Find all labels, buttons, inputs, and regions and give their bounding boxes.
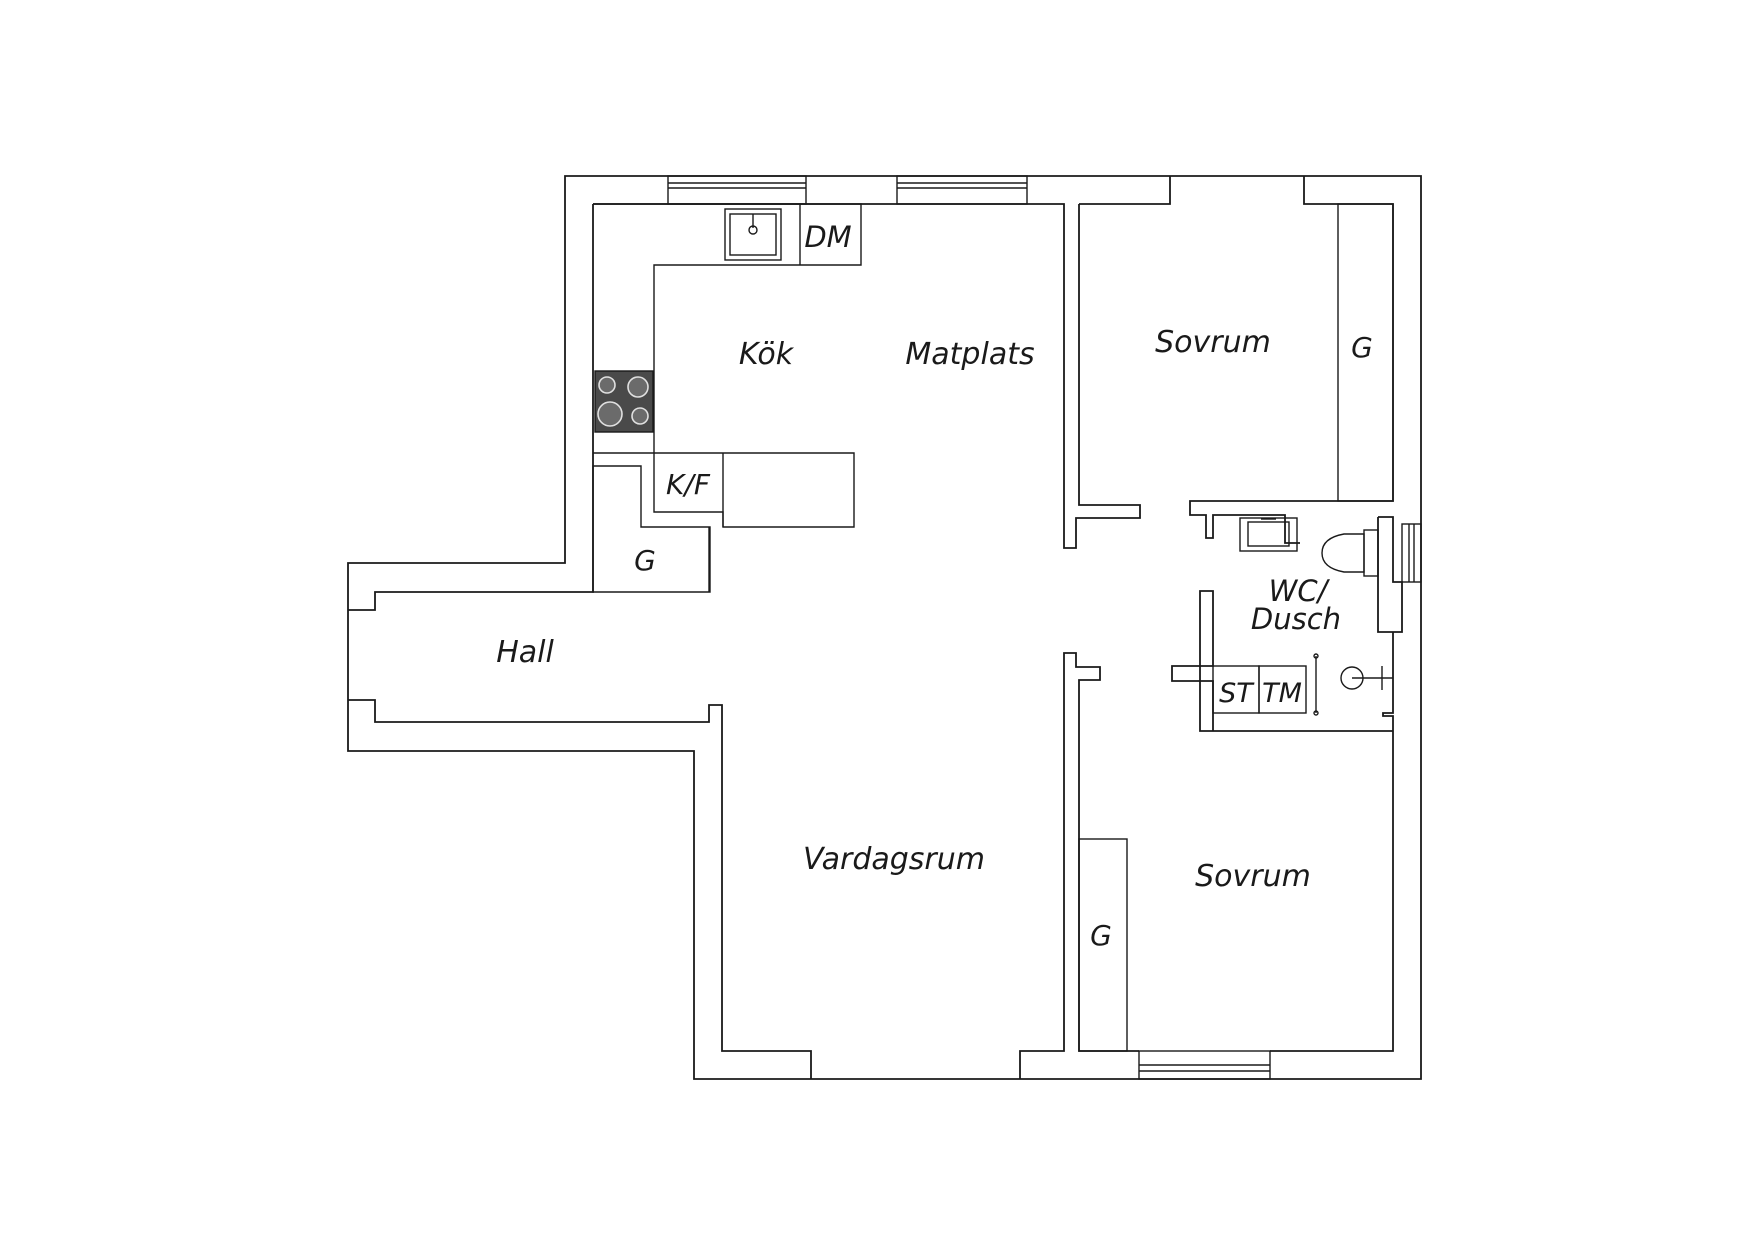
hob-burner [631,407,649,425]
room-label-sovrum-bottom: Sovrum [1195,859,1311,894]
room-label-vardagsrum: Vardagsrum [803,842,985,877]
room-label-sovrum-top: Sovrum [1155,325,1271,360]
kitchen-counter-top [593,203,862,454]
tm-unit [1258,665,1307,714]
fixture-label-g-hall: G [634,544,656,577]
wardrobe-bedroom-top [1337,203,1394,502]
shower-rod-end [1313,710,1319,716]
room-label-hall: Hall [496,635,554,670]
fixture-label-dm: DM [804,220,851,254]
hob-burner [627,376,649,398]
room-label-matplats: Matplats [905,337,1034,372]
fixture-label-tm: TM [1262,678,1302,709]
hob-burner [598,376,616,394]
room-label-wc-line1: WC/ [1269,574,1331,608]
toilet-icon [1321,533,1365,573]
room-label-wc-line2: Dusch [1251,602,1341,636]
wardrobe-bedroom-bottom [1078,838,1128,1052]
washbasin-inner [1247,521,1290,547]
window-dining [896,175,1028,205]
wardrobe-hall [592,465,711,593]
fixture-label-kf: K/F [666,468,711,501]
shower-rod-end [1313,653,1319,659]
window-bedroom-bottom [1138,1050,1271,1080]
washbasin-outer [1239,517,1298,552]
hob-burner [597,401,623,427]
inner-wall-main [348,203,1141,1079]
sink-outer [724,208,782,261]
toilet-tank [1363,529,1379,577]
window-kitchen [667,175,807,205]
window-bathroom [1401,523,1422,583]
fixture-label-g-sovrum-top: G [1351,331,1373,364]
fixture-label-st: ST [1219,678,1255,709]
fixture-label-g-sovrum-bottom: G [1090,919,1112,952]
outer-wall-outline [347,175,1422,1080]
room-label-kok: Kök [739,337,795,372]
